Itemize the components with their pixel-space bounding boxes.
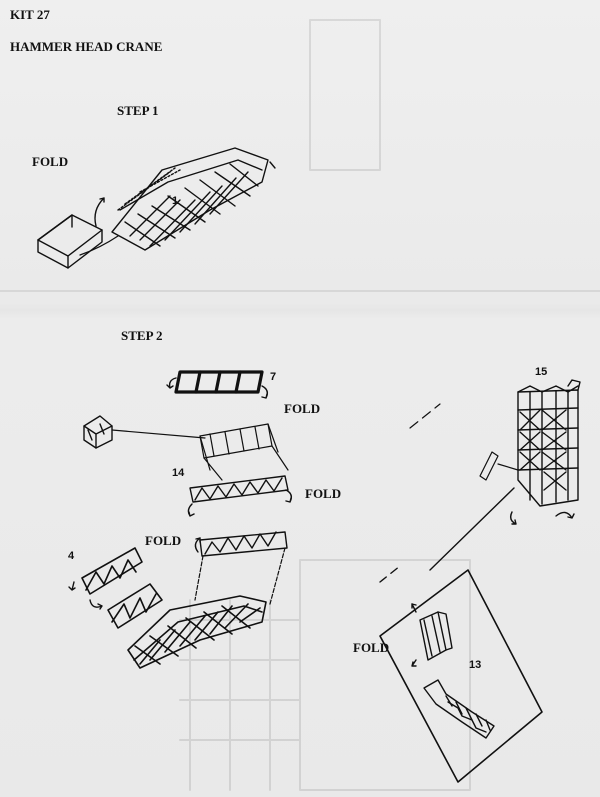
- part15-small-tab: [479, 451, 499, 481]
- step1-fold-arrow: [94, 197, 105, 227]
- part15-tower: [517, 379, 581, 507]
- fold-label-part14: FOLD: [305, 486, 342, 501]
- part15-fold-arrow-right: [555, 511, 575, 519]
- part14-fold-arrow-right: [285, 489, 293, 503]
- part15-tab-line: [497, 463, 519, 471]
- boom-segment-upper: [199, 531, 288, 557]
- paper-crease: [0, 290, 600, 292]
- fold-label-part7: FOLD: [284, 401, 321, 416]
- part7-fold-arrow-right: [261, 385, 269, 399]
- part-number-14: 14: [172, 467, 185, 479]
- part7-ladder: [174, 370, 264, 394]
- step1-box-part: [37, 214, 103, 269]
- step1-connect-line: [79, 235, 119, 256]
- cab-connect-line: [111, 429, 206, 439]
- part-number-15: 15: [535, 366, 548, 378]
- fold-label-part13: FOLD: [353, 640, 390, 655]
- part4-fold-arrow-right: [89, 599, 103, 610]
- part13-truss-piece: [423, 679, 495, 739]
- part14-fold-arrow-left: [187, 503, 195, 517]
- part14-frame: [199, 423, 289, 481]
- part14-truss: [189, 475, 289, 503]
- part15-dashed-guide: [409, 403, 441, 429]
- page-title: HAMMER HEAD CRANE: [10, 39, 163, 54]
- part-number-13: 13: [469, 659, 482, 671]
- part13-fold-arrow-top: [411, 603, 417, 613]
- part-number-7: 7: [270, 371, 277, 383]
- part7-fold-arrow-left: [166, 377, 177, 389]
- cab-block-part: [83, 415, 113, 449]
- fold-label-step1: FOLD: [32, 154, 69, 169]
- inset-dashed-guide: [379, 565, 401, 583]
- fold-label-boom: FOLD: [145, 533, 182, 548]
- part13-tower-piece: [419, 611, 453, 661]
- base-assembly: [107, 583, 267, 669]
- part15-fold-arrow-left: [509, 511, 517, 525]
- part4-fold-arrow-left: [68, 581, 76, 591]
- boom-connect-lines: [194, 547, 286, 605]
- step1-lattice-boom: [111, 147, 276, 251]
- part-number-1: 1: [172, 195, 179, 207]
- step-1-heading: STEP 1: [117, 103, 159, 118]
- step-2-heading: STEP 2: [121, 328, 163, 343]
- inset-detail-frame: [379, 569, 543, 783]
- inset-connect-line: [429, 487, 515, 571]
- part-number-4: 4: [68, 550, 75, 562]
- boom-fold-arrow: [194, 537, 201, 553]
- kit-number: KIT 27: [10, 7, 50, 22]
- show-through-print: [179, 19, 471, 791]
- part13-fold-arrow-bottom: [411, 659, 417, 667]
- part4-truss: [81, 547, 143, 595]
